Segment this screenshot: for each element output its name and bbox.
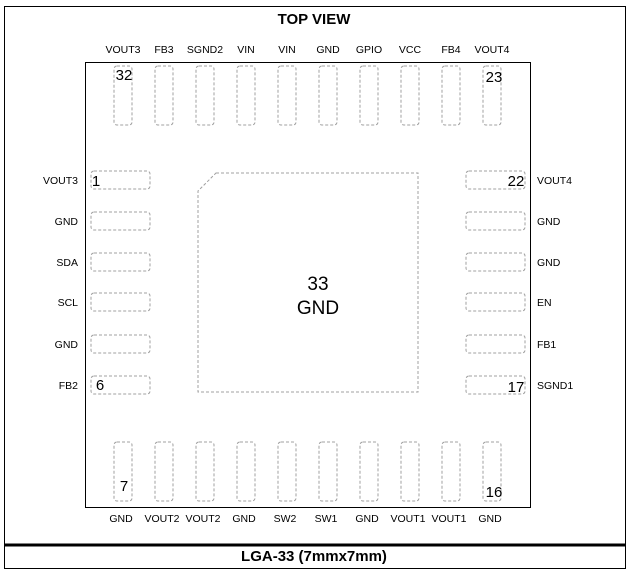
left-pin-pad: [90, 170, 151, 190]
top-pin-pad: [113, 65, 133, 126]
right-pin-label: GND: [537, 257, 561, 269]
bottom-pin-group: GND VOUT2 VOUT2 GND SW2 SW1 GND VOUT1 VOUT1 GND: [109, 441, 502, 525]
top-pin-label: VOUT4: [474, 44, 509, 56]
top-pin-label: FB3: [154, 44, 173, 56]
top-pin-pad: [482, 65, 502, 126]
left-pin-pad: [90, 292, 151, 312]
left-pin-pad: [90, 375, 151, 395]
right-pin-pad: [465, 375, 526, 395]
right-pin-pad: [465, 211, 526, 231]
right-pin-label: FB1: [537, 339, 556, 351]
right-pin-label: EN: [537, 297, 552, 309]
diagram-title: TOP VIEW: [278, 11, 352, 28]
bottom-pin-pad: [277, 441, 297, 502]
bottom-pin-label: VOUT1: [431, 513, 466, 525]
center-pad-name: GND: [297, 298, 339, 319]
top-pin-pad: [236, 65, 256, 126]
pin-number-16: 16: [486, 484, 503, 501]
top-pin-label: GND: [316, 44, 340, 56]
left-pin-pad: [90, 252, 151, 272]
bottom-pin-pad: [318, 441, 338, 502]
bottom-pin-label: SW1: [315, 513, 338, 525]
left-pin-pad: [90, 211, 151, 231]
top-pin-label: FB4: [441, 44, 460, 56]
outer-frame: [4, 6, 626, 569]
left-pin-pad: [90, 334, 151, 354]
pin-number-23: 23: [486, 69, 503, 86]
bottom-pin-label: VOUT2: [185, 513, 220, 525]
center-pad: [197, 172, 419, 393]
bottom-pin-label: GND: [109, 513, 133, 525]
top-pin-pad: [359, 65, 379, 126]
top-pin-label: VIN: [237, 44, 255, 56]
left-pin-label: SDA: [56, 257, 78, 269]
left-pin-label: GND: [55, 216, 79, 228]
bottom-pin-pad: [236, 441, 256, 502]
right-pin-label: SGND1: [537, 380, 573, 392]
top-pin-pad: [277, 65, 297, 126]
right-pin-pad: [465, 292, 526, 312]
bottom-pin-pad: [195, 441, 215, 502]
top-pin-label: VIN: [278, 44, 296, 56]
top-pin-label: SGND2: [187, 44, 223, 56]
bottom-pin-label: SW2: [274, 513, 297, 525]
right-pin-pad: [465, 252, 526, 272]
left-pin-label: SCL: [58, 297, 79, 309]
pin-number-17: 17: [508, 379, 525, 396]
bottom-pin-pad: [113, 441, 133, 502]
bottom-pin-pad: [359, 441, 379, 502]
top-pin-pad: [154, 65, 174, 126]
pin-number-6: 6: [96, 377, 104, 394]
pin-number-7: 7: [120, 478, 128, 495]
right-pin-label: GND: [537, 216, 561, 228]
pin-number-22: 22: [508, 173, 525, 190]
right-pin-pad: [465, 170, 526, 190]
top-pin-pad: [441, 65, 461, 126]
left-pin-label: FB2: [59, 380, 78, 392]
bottom-pin-pad: [154, 441, 174, 502]
package-label: LGA-33 (7mmx7mm): [241, 548, 387, 565]
bottom-pin-label: GND: [232, 513, 256, 525]
top-pin-label: GPIO: [356, 44, 382, 56]
top-pin-group: VOUT3 FB3 SGND2 VIN VIN GND GPIO VCC FB4 VOUT4: [105, 44, 510, 126]
left-pin-label: VOUT3: [43, 175, 78, 187]
top-pin-label: VCC: [399, 44, 422, 56]
bottom-pin-pad: [400, 441, 420, 502]
right-pin-pad: [465, 334, 526, 354]
bottom-pin-label: VOUT1: [390, 513, 425, 525]
bottom-pin-pad: [482, 441, 502, 502]
bottom-pin-label: VOUT2: [144, 513, 179, 525]
top-pin-pad: [318, 65, 338, 126]
bottom-pin-pad: [441, 441, 461, 502]
center-pad-number: 33: [307, 274, 328, 295]
left-pin-label: GND: [55, 339, 79, 351]
right-pin-label: VOUT4: [537, 175, 572, 187]
bottom-pin-label: GND: [355, 513, 379, 525]
pin-number-32: 32: [116, 67, 133, 84]
bottom-pin-label: GND: [478, 513, 502, 525]
top-pin-pad: [400, 65, 420, 126]
chip-body: [85, 62, 531, 508]
top-pin-label: VOUT3: [105, 44, 140, 56]
pin-number-1: 1: [92, 173, 100, 190]
top-pin-pad: [195, 65, 215, 126]
